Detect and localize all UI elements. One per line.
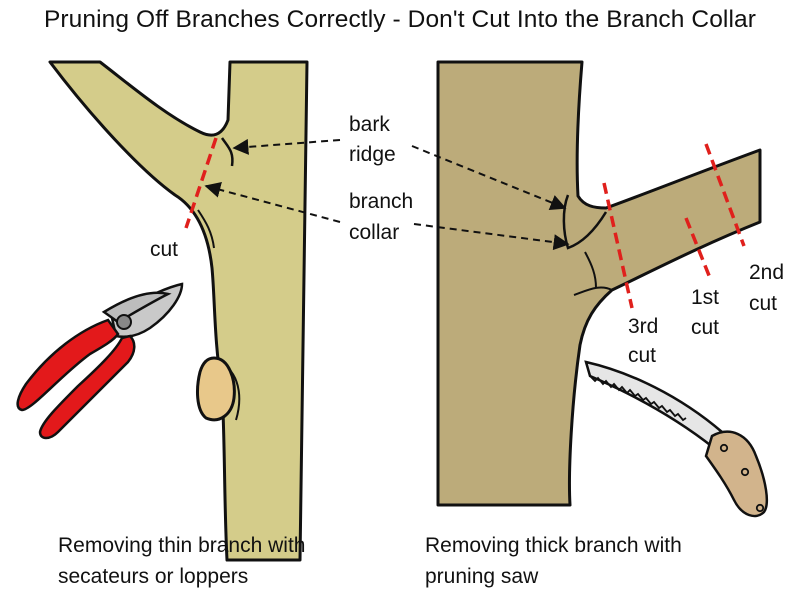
arrow-bark-left	[232, 138, 341, 155]
label-bark: bark	[349, 113, 390, 136]
saw-handle-rivet-3	[755, 503, 765, 513]
secateurs-icon	[16, 282, 184, 440]
label-1st: 1st	[691, 286, 720, 309]
arrow-collar-right	[413, 223, 570, 251]
knot-icon	[196, 356, 236, 422]
thin-collar-crease	[197, 209, 215, 249]
label-3rd-cut: cut	[628, 344, 657, 367]
saw-teeth	[589, 375, 687, 422]
thin-trunk-and-branch	[48, 60, 309, 562]
cut-line-1st	[684, 217, 712, 279]
label-2nd-cut: cut	[749, 292, 778, 315]
arrow-bark-right	[411, 145, 567, 211]
diagram-title: Pruning Off Branches Correctly - Don't C…	[43, 6, 756, 33]
saw-blade	[584, 360, 724, 450]
thick-collar-fold-1	[584, 251, 597, 289]
knot-bark-fold	[227, 367, 241, 421]
secateurs-handle-lower	[38, 334, 136, 440]
secateurs-pivot	[116, 314, 132, 330]
pruning-saw-icon	[584, 360, 768, 518]
caption-left-line2: secateurs or loppers	[58, 565, 249, 588]
label-collar: collar	[349, 221, 400, 244]
label-3rd: 3rd	[628, 315, 659, 338]
thin-branch-illustration	[48, 60, 309, 562]
thick-collar-fold-2	[573, 286, 613, 296]
thick-trunk-and-branch	[436, 60, 762, 507]
saw-handle-rivet-2	[740, 467, 750, 477]
cut-line-2nd	[704, 143, 746, 247]
caption-left-line1: Removing thin branch with	[58, 534, 306, 557]
arrows	[204, 138, 570, 251]
cut-line-3rd	[602, 182, 634, 309]
label-branch: branch	[349, 190, 414, 213]
secateurs-handle-upper	[16, 318, 120, 412]
saw-handle	[704, 430, 768, 518]
caption-right-line2: pruning saw	[425, 565, 539, 588]
label-cut: cut	[150, 238, 179, 261]
label-2nd: 2nd	[749, 261, 785, 284]
thin-bark-ridge	[220, 137, 234, 167]
label-ridge: ridge	[349, 143, 396, 166]
label-1st-cut: cut	[691, 316, 720, 339]
caption-right-line1: Removing thick branch with	[425, 534, 682, 557]
saw-handle-rivet-1	[719, 443, 729, 453]
